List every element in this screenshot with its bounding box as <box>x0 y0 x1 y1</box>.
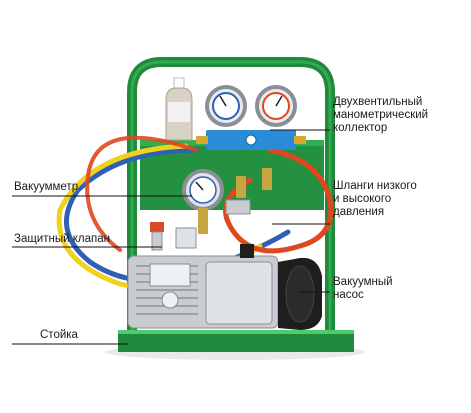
label-manifold: Двухвентильный манометрический коллектор <box>333 96 429 134</box>
vacuum-pump <box>127 244 322 330</box>
label-hoses: Шланги низкого и высокого давления <box>333 180 417 218</box>
stand-base <box>118 330 354 352</box>
label-vacuum-gauge: Вакуумметр <box>14 181 79 193</box>
vacuum-gauge <box>182 169 224 234</box>
safety-valve <box>150 222 197 251</box>
oil-bottle <box>165 77 193 141</box>
label-safety-valve: Защитный клапан <box>14 233 110 245</box>
label-stand: Стойка <box>40 329 78 341</box>
label-pump: Вакуумный насос <box>333 276 393 301</box>
manifold-gauges <box>196 85 306 150</box>
valve-fittings <box>225 168 272 215</box>
leader-lines <box>12 129 330 345</box>
red-hose-loop <box>85 135 198 252</box>
red-hose <box>223 147 334 254</box>
